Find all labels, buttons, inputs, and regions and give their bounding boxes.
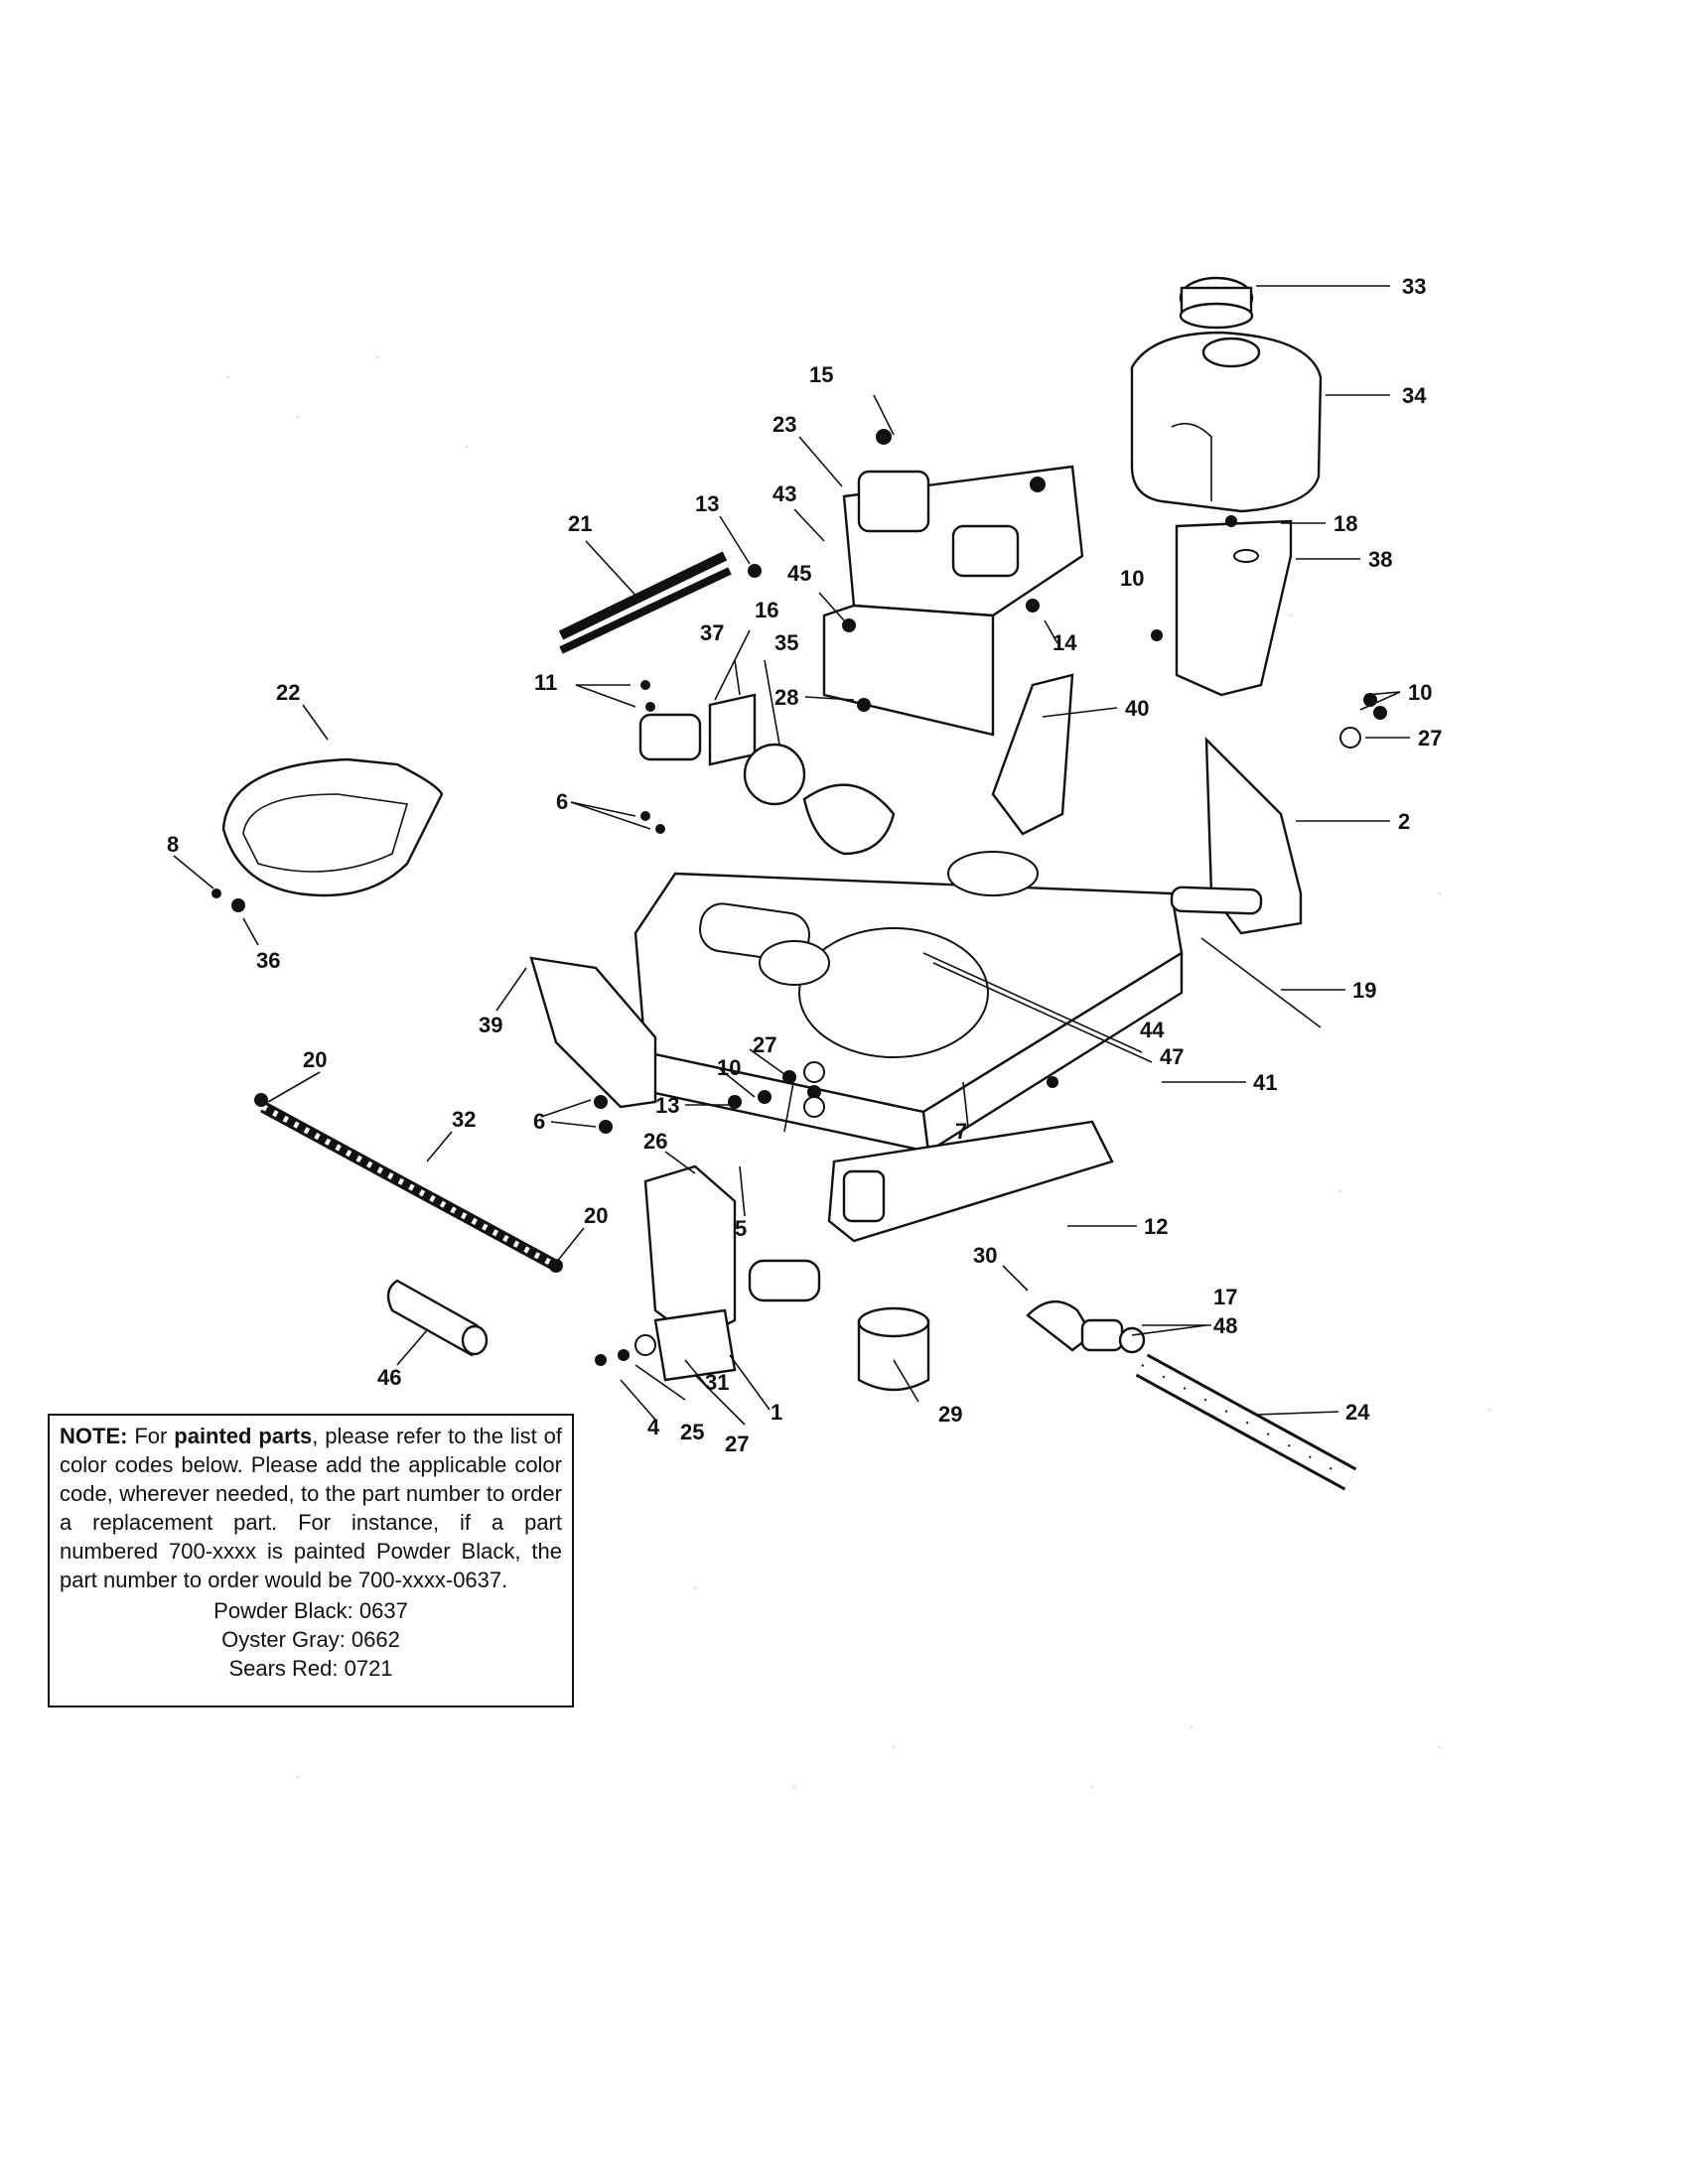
callout-27-right: 27 bbox=[1418, 726, 1442, 751]
seat-bracket bbox=[991, 673, 1074, 836]
callout-40: 40 bbox=[1125, 696, 1149, 721]
callout-30: 30 bbox=[973, 1243, 997, 1268]
color-code-oyster-gray: Oyster Gray: 0662 bbox=[221, 1627, 400, 1652]
tank-bracket bbox=[1175, 519, 1293, 697]
callout-31: 31 bbox=[705, 1370, 729, 1395]
callout-5: 5 bbox=[735, 1216, 747, 1241]
note-text: NOTE: For painted parts, please refer to… bbox=[60, 1422, 562, 1594]
callout-23: 23 bbox=[772, 412, 796, 437]
painted-parts-note: NOTE: For painted parts, please refer to… bbox=[48, 1414, 574, 1707]
callout-48: 48 bbox=[1213, 1313, 1237, 1338]
callout-10-right: 10 bbox=[1120, 566, 1144, 591]
callout-13-mid: 13 bbox=[655, 1093, 679, 1118]
callout-24: 24 bbox=[1345, 1400, 1370, 1425]
callout-19: 19 bbox=[1352, 978, 1376, 1003]
note-lead: For bbox=[134, 1424, 168, 1448]
color-code-list: Powder Black: 0637 Oyster Gray: 0662 Sea… bbox=[60, 1596, 562, 1683]
callout-10-mid: 10 bbox=[717, 1055, 741, 1080]
callout-28: 28 bbox=[774, 685, 798, 710]
callout-2: 2 bbox=[1398, 809, 1410, 834]
callout-37: 37 bbox=[700, 620, 724, 645]
callout-20-low: 20 bbox=[584, 1203, 608, 1228]
callout-39: 39 bbox=[479, 1013, 502, 1037]
shaft-21 bbox=[558, 551, 732, 654]
main-frame bbox=[633, 851, 1184, 1243]
rod-32 bbox=[260, 1101, 559, 1272]
callout-47: 47 bbox=[1160, 1044, 1184, 1069]
callout-34: 34 bbox=[1402, 383, 1427, 408]
callout-44: 44 bbox=[1140, 1018, 1165, 1042]
dash-console bbox=[822, 465, 1084, 737]
bracket-39 bbox=[529, 956, 657, 1109]
callout-45: 45 bbox=[787, 561, 811, 586]
callout-14: 14 bbox=[1052, 630, 1077, 655]
fuel-tank bbox=[1130, 331, 1323, 513]
callout-29: 29 bbox=[938, 1402, 962, 1427]
callout-4: 4 bbox=[647, 1415, 660, 1439]
callout-8: 8 bbox=[167, 832, 179, 857]
callout-22: 22 bbox=[276, 680, 300, 705]
callout-11: 11 bbox=[534, 670, 557, 695]
callout-12: 12 bbox=[1144, 1214, 1168, 1239]
callout-7: 7 bbox=[955, 1119, 967, 1144]
callout-21: 21 bbox=[568, 511, 592, 536]
note-bold-phrase: painted parts bbox=[174, 1424, 313, 1448]
callout-10-far-right: 10 bbox=[1408, 680, 1432, 705]
roller-46 bbox=[386, 1279, 489, 1357]
callout-18: 18 bbox=[1333, 511, 1357, 536]
callout-20-top: 20 bbox=[303, 1047, 327, 1072]
callout-13-top: 13 bbox=[695, 491, 719, 516]
callout-25: 25 bbox=[680, 1420, 704, 1444]
callout-16: 16 bbox=[755, 598, 778, 622]
fuel-cap bbox=[1179, 276, 1254, 330]
callout-46: 46 bbox=[377, 1365, 401, 1390]
hose-24 bbox=[1135, 1353, 1357, 1491]
callout-labels: 33 34 15 23 43 13 21 18 38 45 10 16 14 3… bbox=[167, 274, 1442, 1456]
callout-26: 26 bbox=[643, 1129, 667, 1154]
callout-41: 41 bbox=[1253, 1070, 1277, 1095]
callout-32: 32 bbox=[452, 1107, 476, 1132]
callout-17: 17 bbox=[1213, 1285, 1237, 1309]
shaft-19 bbox=[1170, 886, 1322, 1028]
note-body: , please refer to the list of color code… bbox=[60, 1424, 562, 1592]
callout-35: 35 bbox=[774, 630, 798, 655]
callout-38: 38 bbox=[1368, 547, 1392, 572]
callout-36: 36 bbox=[256, 948, 280, 973]
callout-33: 33 bbox=[1402, 274, 1426, 299]
hardware-dots bbox=[211, 429, 1387, 1366]
bushing-29 bbox=[857, 1306, 930, 1392]
fitting-assembly bbox=[1026, 1300, 1146, 1354]
hood-pan bbox=[221, 757, 444, 897]
callout-27-mid: 27 bbox=[753, 1032, 776, 1057]
color-code-sears-red: Sears Red: 0721 bbox=[228, 1656, 393, 1681]
color-code-powder-black: Powder Black: 0637 bbox=[213, 1598, 408, 1623]
leader-lines bbox=[173, 285, 1410, 1426]
pivot-assembly bbox=[643, 1164, 821, 1382]
note-label: NOTE: bbox=[60, 1424, 128, 1448]
callout-6-top: 6 bbox=[556, 789, 568, 814]
callout-1: 1 bbox=[771, 1400, 782, 1425]
callout-6-low: 6 bbox=[533, 1109, 545, 1134]
steering-parts bbox=[638, 693, 896, 856]
callout-15: 15 bbox=[809, 362, 833, 387]
callout-43: 43 bbox=[772, 481, 796, 506]
callout-27-low: 27 bbox=[725, 1432, 749, 1456]
background-stipple bbox=[226, 355, 1491, 1789]
